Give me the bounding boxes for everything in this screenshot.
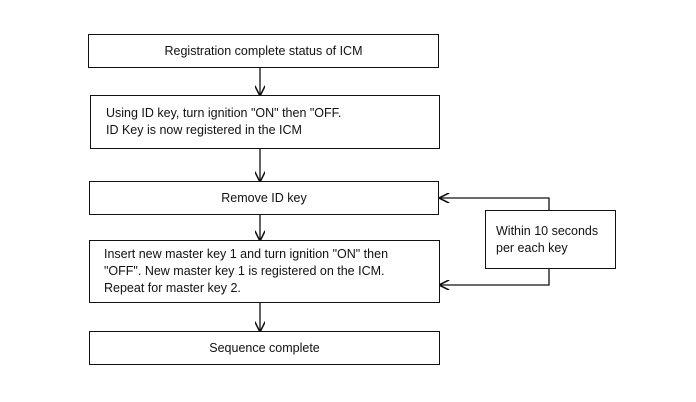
step-insert-master-key-line-2: "OFF". New master key 1 is registered on…	[104, 264, 385, 278]
loop-to-step3	[440, 198, 550, 210]
step-insert-master-key: Insert new master key 1 and turn ignitio…	[89, 240, 440, 303]
step-registration-complete-text: Registration complete status of ICM	[164, 43, 363, 58]
timing-note: Within 10 seconds per each key	[485, 210, 616, 269]
loop-to-step4	[440, 269, 550, 285]
step-remove-id-key: Remove ID key	[89, 181, 439, 215]
step-registration-complete: Registration complete status of ICM	[88, 34, 439, 68]
step-sequence-complete-text: Sequence complete	[209, 340, 320, 355]
step-remove-id-key-text: Remove ID key	[221, 190, 307, 205]
timing-note-line-2: per each key	[496, 241, 568, 255]
step-insert-master-key-line-1: Insert new master key 1 and turn ignitio…	[104, 247, 389, 261]
step-using-id-key: Using ID key, turn ignition "ON" then "O…	[90, 95, 440, 149]
step-using-id-key-line-2: ID Key is now registered in the ICM	[106, 123, 302, 137]
timing-note-line-1: Within 10 seconds	[496, 224, 599, 238]
step-sequence-complete: Sequence complete	[89, 331, 440, 365]
step-insert-master-key-line-3: Repeat for master key 2.	[104, 281, 241, 295]
step-using-id-key-line-1: Using ID key, turn ignition "ON" then "O…	[106, 106, 342, 120]
